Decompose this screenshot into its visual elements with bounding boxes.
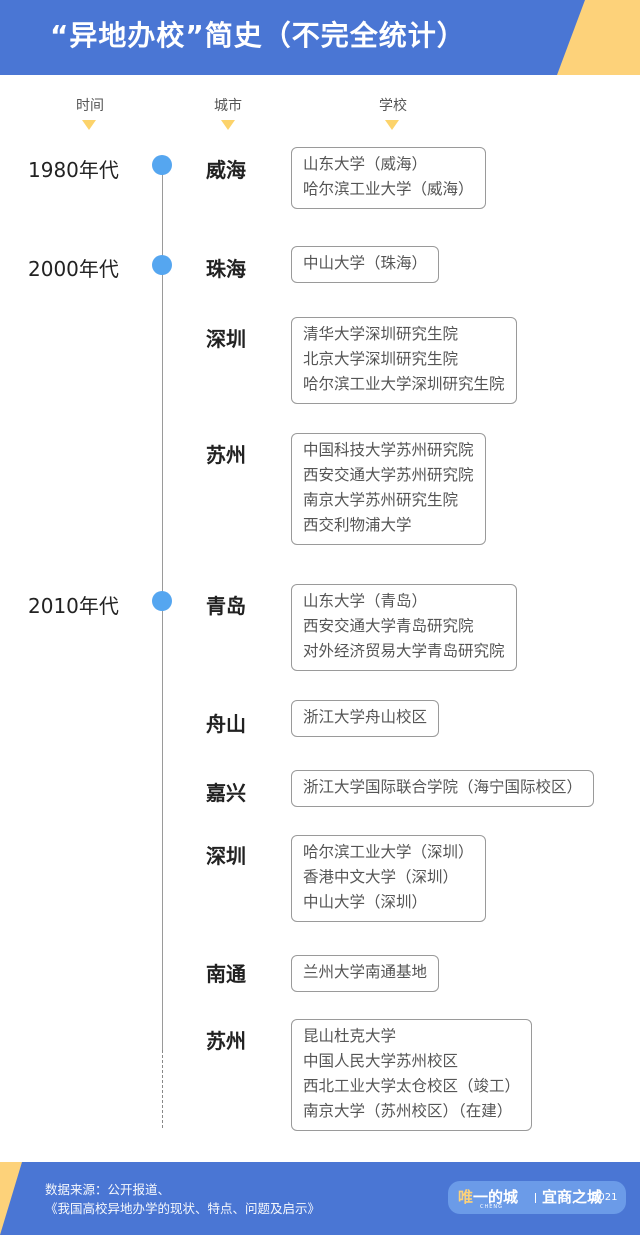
data-source: 数据来源：公开报道、 《我国高校异地办学的现状、特点、问题及启示》 [45,1180,320,1218]
school-list-box: 清华大学深圳研究生院 北京大学深圳研究生院 哈尔滨工业大学深圳研究生院 [291,317,517,404]
school-item: 中山大学（深圳） [303,893,428,911]
footer-accent-corner [0,1162,22,1235]
school-list-box: 中国科技大学苏州研究院 西安交通大学苏州研究院 南京大学苏州研究生院 西交利物浦… [291,433,486,545]
header-banner: “异地办校”简史（不完全统计） [0,0,640,75]
city-label: 舟山 [206,712,246,736]
school-list-box: 浙江大学国际联合学院（海宁国际校区） [291,770,595,807]
school-item: 对外经济贸易大学青岛研究院 [303,642,505,660]
school-list-box: 昆山杜克大学 中国人民大学苏州校区 西北工业大学太仓校区（竣工） 南京大学（苏州… [291,1019,533,1131]
city-label: 青岛 [206,594,246,618]
school-list-box: 山东大学（青岛） 西安交通大学青岛研究院 对外经济贸易大学青岛研究院 [291,584,517,671]
city-label: 南通 [206,962,246,986]
timeline-dot-icon [152,255,172,275]
data-source-line-1: 数据来源：公开报道、 [45,1182,171,1197]
city-label: 威海 [206,158,246,182]
school-item: 西安交通大学青岛研究院 [303,617,474,635]
city-label: 深圳 [206,327,246,351]
school-item: 昆山杜克大学 [303,1027,397,1045]
timeline-dot-icon [152,591,172,611]
brand-highlight-char: 唯 [458,1188,474,1206]
school-item: 香港中文大学（深圳） [303,868,459,886]
school-item: 山东大学（青岛） [303,592,428,610]
column-header-school: 学校 [379,98,407,114]
school-item: 中国人民大学苏州校区 [303,1052,459,1070]
school-item: 山东大学（威海） [303,155,428,173]
school-item: 哈尔滨工业大学（深圳） [303,843,474,861]
school-marker-icon [385,120,399,130]
timeline-dot-icon [152,155,172,175]
school-list-box: 浙江大学舟山校区 [291,700,440,737]
era-label: 2010年代 [28,594,119,618]
header-accent-corner [585,0,640,75]
timeline-axis-continuation [162,1050,163,1128]
city-label: 珠海 [206,257,246,281]
school-item: 西安交通大学苏州研究院 [303,466,474,484]
city-label: 深圳 [206,844,246,868]
school-item: 哈尔滨工业大学（威海） [303,180,474,198]
school-item: 西北工业大学太仓校区（竣工） [303,1077,521,1095]
school-item: 中国科技大学苏州研究院 [303,441,474,459]
city-label: 嘉兴 [206,781,246,805]
brand-year: 2021 [592,1192,618,1203]
era-label: 1980年代 [28,158,119,182]
city-marker-icon [221,120,235,130]
school-item: 浙江大学舟山校区 [303,708,428,726]
school-list-box: 兰州大学南通基地 [291,955,440,992]
school-item: 哈尔滨工业大学深圳研究生院 [303,375,505,393]
brand-slogan-1-rest: 一的城 [473,1188,519,1206]
school-item: 兰州大学南通基地 [303,963,428,981]
school-item: 西交利物浦大学 [303,516,412,534]
school-item: 南京大学苏州研究生院 [303,491,459,509]
brand-badge: 唯一的城 CHENG 宜商之城 2021 [448,1181,626,1214]
school-list-box: 山东大学（威海） 哈尔滨工业大学（威海） [291,147,486,209]
school-item: 浙江大学国际联合学院（海宁国际校区） [303,778,583,796]
school-item: 中山大学（珠海） [303,254,428,272]
brand-divider [535,1193,536,1203]
city-label: 苏州 [206,1029,246,1053]
city-label: 苏州 [206,443,246,467]
school-list-box: 哈尔滨工业大学（深圳） 香港中文大学（深圳） 中山大学（深圳） [291,835,486,922]
time-marker-icon [82,120,96,130]
school-item: 北京大学深圳研究生院 [303,350,459,368]
column-header-city: 城市 [214,98,242,114]
page-title: “异地办校”简史（不完全统计） [50,19,466,52]
school-item: 南京大学（苏州校区）（在建） [303,1102,513,1120]
brand-slogan-1: 唯一的城 [458,1186,518,1207]
school-list-box: 中山大学（珠海） [291,246,440,283]
column-header-time: 时间 [76,98,104,114]
brand-slogan-2: 宜商之城 [542,1188,603,1206]
school-item: 清华大学深圳研究生院 [303,325,459,343]
era-label: 2000年代 [28,257,119,281]
brand-subtext: CHENG [480,1204,504,1210]
footer-banner: 数据来源：公开报道、 《我国高校异地办学的现状、特点、问题及启示》 唯一的城 C… [0,1162,640,1235]
data-source-line-2: 《我国高校异地办学的现状、特点、问题及启示》 [45,1201,321,1216]
header-accent-slant [557,0,585,75]
